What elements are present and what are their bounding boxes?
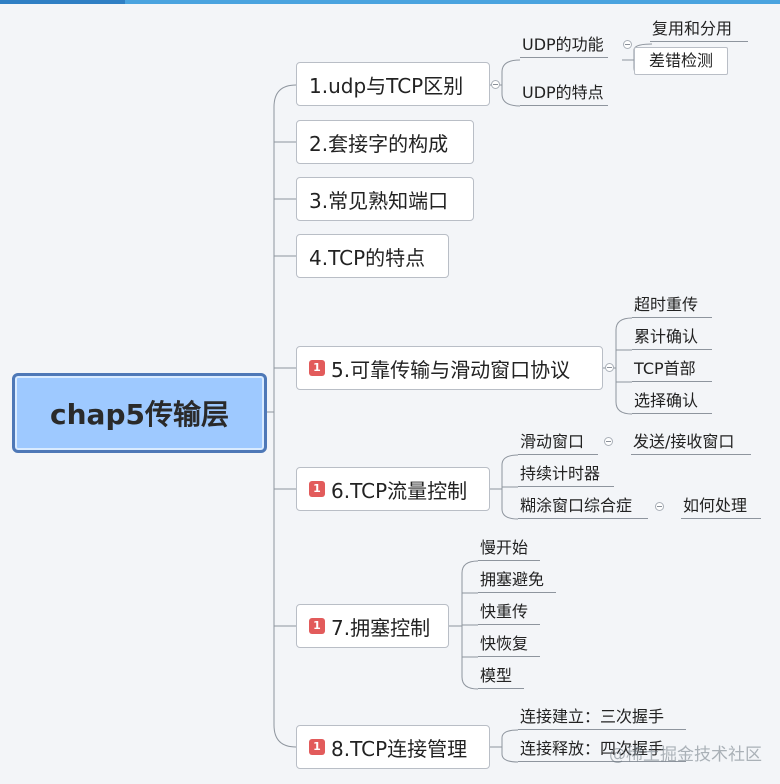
b8-bracket — [501, 729, 519, 763]
b6-grandchild-2[interactable]: 如何处理 — [681, 495, 761, 519]
b1-bracket — [501, 59, 521, 107]
branch-7-label: 7.拥塞控制 — [331, 615, 431, 640]
b5-bracket — [615, 317, 633, 415]
b7-child-4[interactable]: 快恢复 — [478, 633, 540, 657]
branch-6[interactable]: 1 6.TCP流量控制 — [296, 467, 490, 511]
branch-6-label: 6.TCP流量控制 — [331, 478, 468, 503]
b5-child-4[interactable]: 选择确认 — [632, 390, 712, 414]
priority-badge: 1 — [309, 360, 325, 376]
b6-child-1[interactable]: 滑动窗口 — [518, 431, 598, 455]
branch-4[interactable]: 4.TCP的特点 — [296, 234, 449, 278]
collapse-toggle-icon[interactable] — [655, 502, 664, 511]
b1-grandchild-1[interactable]: 复用和分用 — [650, 18, 748, 42]
b6-child-3[interactable]: 糊涂窗口综合症 — [518, 495, 648, 519]
priority-badge: 1 — [309, 481, 325, 497]
priority-badge: 1 — [309, 618, 325, 634]
b5-child-2[interactable]: 累计确认 — [632, 326, 712, 350]
branch-8-label: 8.TCP连接管理 — [331, 736, 468, 761]
collapse-toggle-icon[interactable] — [491, 80, 500, 89]
top-bar — [0, 0, 780, 4]
branch-2-label: 2.套接字的构成 — [309, 131, 449, 156]
priority-badge: 1 — [309, 739, 325, 755]
branch-3-label: 3.常见熟知端口 — [309, 188, 449, 213]
root-topic[interactable]: chap5传输层 — [12, 373, 267, 453]
b7-child-3[interactable]: 快重传 — [478, 601, 540, 625]
branch-5-label: 5.可靠传输与滑动窗口协议 — [331, 357, 571, 382]
collapse-toggle-icon[interactable] — [604, 437, 613, 446]
b5-child-1[interactable]: 超时重传 — [632, 294, 712, 318]
b7-child-2[interactable]: 拥塞避免 — [478, 569, 556, 593]
b6-child-2[interactable]: 持续计时器 — [518, 463, 614, 487]
b7-child-5[interactable]: 模型 — [478, 665, 524, 689]
b5-child-3[interactable]: TCP首部 — [632, 358, 712, 382]
branch-1[interactable]: 1.udp与TCP区别 — [296, 62, 490, 106]
b6-grandchild-1[interactable]: 发送/接收窗口 — [631, 431, 751, 455]
b8-child-2[interactable]: 连接释放：四次握手 — [518, 738, 686, 762]
collapse-toggle-icon[interactable] — [605, 363, 614, 372]
branch-3[interactable]: 3.常见熟知端口 — [296, 177, 474, 221]
branch-5[interactable]: 1 5.可靠传输与滑动窗口协议 — [296, 346, 603, 390]
b1-child-1[interactable]: UDP的功能 — [520, 34, 608, 58]
branch-2[interactable]: 2.套接字的构成 — [296, 120, 474, 164]
b1-child-2[interactable]: UDP的特点 — [520, 82, 608, 106]
branch-4-label: 4.TCP的特点 — [309, 245, 426, 270]
collapse-toggle-icon[interactable] — [623, 40, 632, 49]
b1-grandchild-2[interactable]: 差错检测 — [634, 47, 729, 75]
b8-child-1[interactable]: 连接建立：三次握手 — [518, 706, 686, 730]
branch-1-label: 1.udp与TCP区别 — [309, 73, 464, 98]
spine — [273, 84, 297, 748]
top-bar-accent — [0, 0, 125, 4]
branch-8[interactable]: 1 8.TCP连接管理 — [296, 725, 490, 769]
b7-child-1[interactable]: 慢开始 — [478, 537, 540, 561]
branch-7[interactable]: 1 7.拥塞控制 — [296, 604, 449, 648]
watermark: @稀土掘金技术社区 — [609, 745, 762, 765]
